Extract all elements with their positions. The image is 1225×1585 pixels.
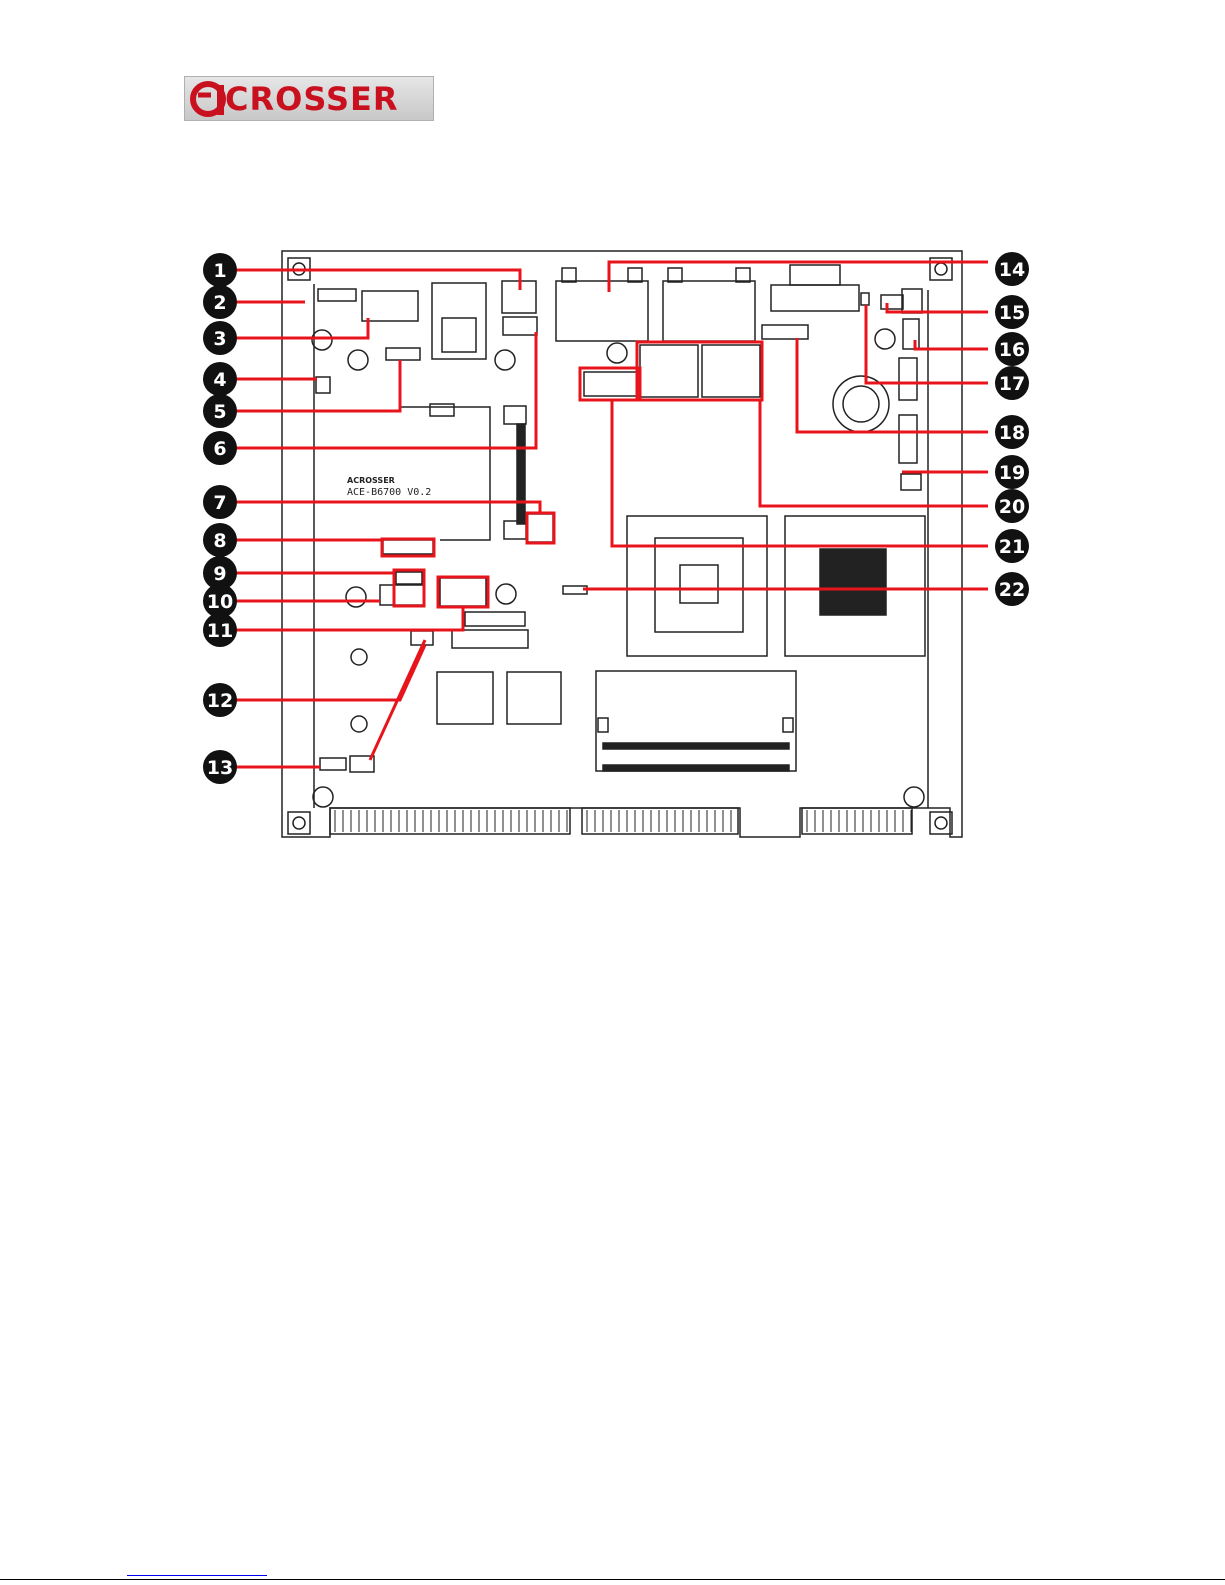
callout-number: 15 [999, 302, 1025, 324]
callout-number: 22 [999, 579, 1025, 601]
callout-12: 12 [203, 683, 237, 717]
callout-number: 12 [207, 690, 233, 712]
callout-19: 19 [995, 455, 1029, 489]
footer-rule [0, 1579, 1225, 1580]
callout-8: 8 [203, 523, 237, 557]
callout-2: 2 [203, 285, 237, 319]
callout-number: 6 [213, 438, 226, 460]
callout-16: 16 [995, 332, 1029, 366]
callout-15: 15 [995, 295, 1029, 329]
callout-10: 10 [203, 584, 237, 618]
footer-link-underline[interactable] [127, 1575, 267, 1576]
callout-21: 21 [995, 529, 1029, 563]
edge-fingers [335, 810, 911, 832]
callout-number: 10 [207, 591, 233, 613]
silkscreen-model: ACE-B6700 V0.2 [347, 487, 431, 498]
callout-number: 9 [213, 563, 226, 585]
callout-18: 18 [995, 415, 1029, 449]
callout-number: 1 [213, 260, 226, 282]
callout-1: 1 [203, 253, 237, 287]
callout-20: 20 [995, 489, 1029, 523]
callout-number: 2 [213, 292, 226, 314]
callout-22: 22 [995, 572, 1029, 606]
callout-5: 5 [203, 394, 237, 428]
callout-number: 18 [999, 422, 1025, 444]
motherboard-outline [282, 251, 962, 837]
callout-11: 11 [203, 613, 237, 647]
callout-number: 8 [213, 530, 226, 552]
callout-number: 4 [213, 369, 226, 391]
callout-number: 19 [999, 462, 1025, 484]
callout-14: 14 [995, 252, 1029, 286]
callout-number: 7 [213, 492, 226, 514]
callout-7: 7 [203, 485, 237, 519]
highlight-boxes [382, 342, 762, 607]
callout-17: 17 [995, 366, 1029, 400]
callout-number: 16 [999, 339, 1025, 361]
callout-number: 13 [207, 757, 233, 779]
callout-number: 3 [213, 328, 226, 350]
callout-4: 4 [203, 362, 237, 396]
callout-number: 20 [999, 496, 1025, 518]
callout-number: 21 [999, 536, 1025, 558]
callout-number: 14 [999, 259, 1025, 281]
callout-number: 5 [213, 401, 226, 423]
silkscreen-brand: ACROSSER [347, 476, 395, 485]
callout-6: 6 [203, 431, 237, 465]
callout-3: 3 [203, 321, 237, 355]
callout-number: 11 [207, 620, 233, 642]
callout-13: 13 [203, 750, 237, 784]
callout-number: 17 [999, 373, 1025, 395]
